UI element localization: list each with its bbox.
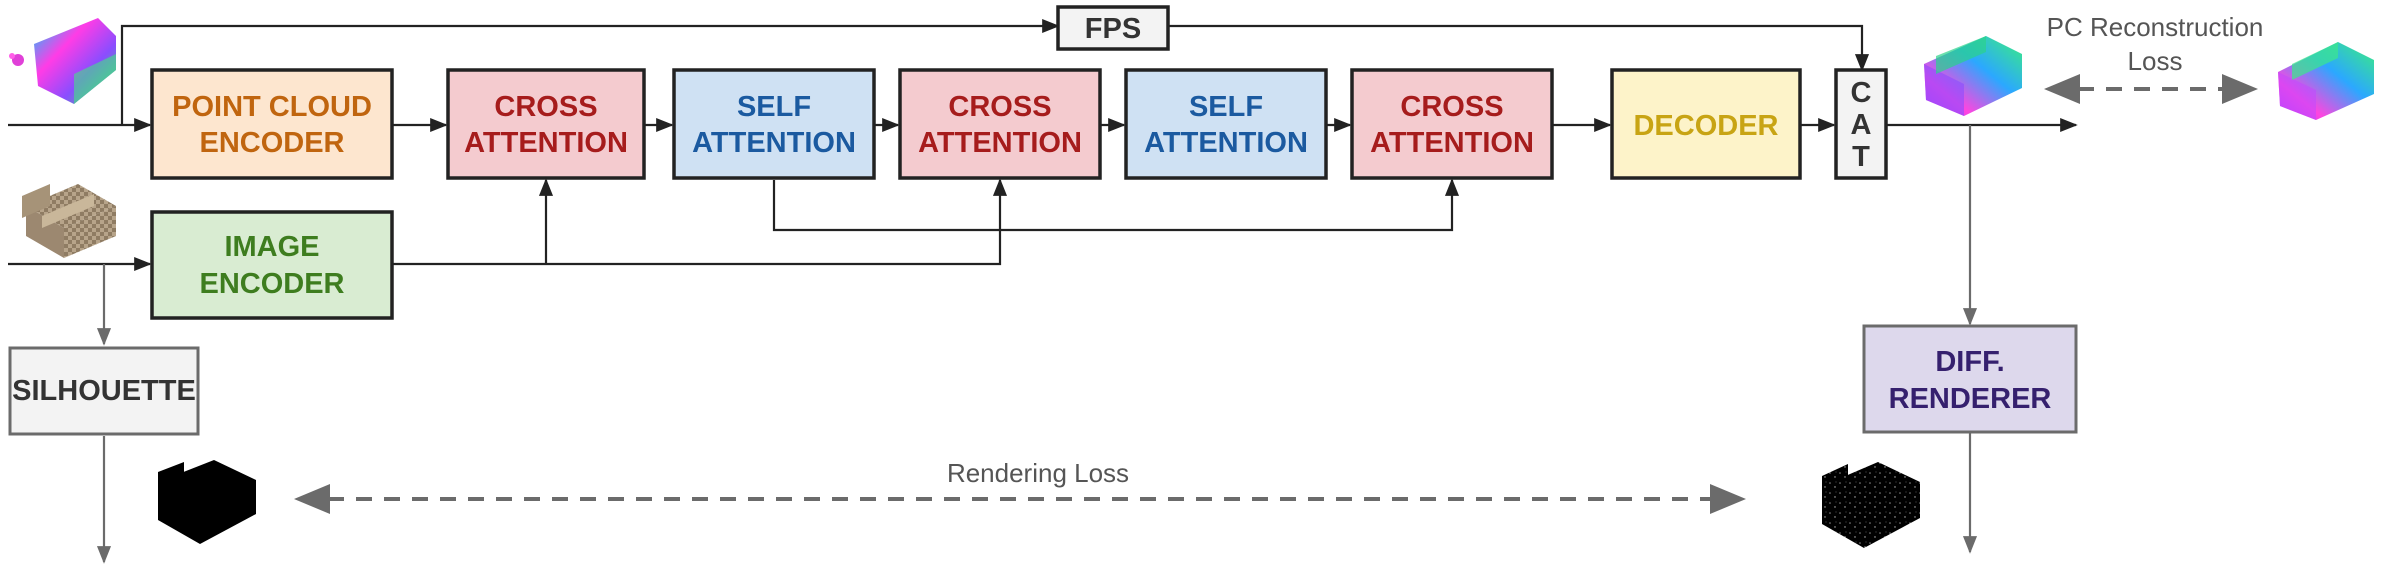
- point-cloud-encoder-line2: ENCODER: [199, 127, 344, 159]
- input-sofa-image-icon: [22, 184, 116, 258]
- cross-attention-2-line2: ATTENTION: [918, 127, 1082, 159]
- cross-attention-1-line2: ATTENTION: [464, 127, 628, 159]
- cat-box: C A T: [1834, 68, 1888, 180]
- diff-renderer-line2: RENDERER: [1889, 383, 2052, 415]
- cross-attention-2-rect: [898, 68, 1102, 180]
- cross-attention-3-line2: ATTENTION: [1370, 127, 1534, 159]
- cross-attention-2-line1: CROSS: [948, 91, 1051, 123]
- diff-renderer-rect: [1862, 324, 2078, 434]
- rendered-silhouette-icon: [1822, 462, 1920, 548]
- fps-rect: [1056, 5, 1170, 51]
- image-encoder-line2: ENCODER: [199, 268, 344, 300]
- cross-attention-3-rect: [1350, 68, 1554, 180]
- image-encoder-box: IMAGE ENCODER: [150, 210, 394, 320]
- silhouette-rect: [8, 346, 200, 436]
- arrow-image-encoder-to-cross-2: [392, 178, 1008, 266]
- decoder-label: DECODER: [1633, 110, 1778, 142]
- gray-connectors: [96, 125, 1978, 564]
- cat-letter-c: C: [1851, 77, 1872, 109]
- input-point-cloud-icon: [9, 18, 116, 104]
- self-attention-2-line1: SELF: [1189, 91, 1263, 123]
- point-cloud-encoder-line1: POINT CLOUD: [172, 91, 372, 123]
- self-attention-1-box: SELF ATTENTION: [672, 68, 876, 180]
- decoder-rect: [1610, 68, 1802, 180]
- cross-attention-2-box: CROSS ATTENTION: [898, 68, 1102, 180]
- point-cloud-encoder-box: POINT CLOUD ENCODER: [150, 68, 394, 180]
- self-attention-2-box: SELF ATTENTION: [1124, 68, 1328, 180]
- cross-attention-3-box: CROSS ATTENTION: [1350, 68, 1554, 180]
- diff-renderer-box: DIFF. RENDERER: [1862, 324, 2078, 434]
- rendering-loss-label: Rendering Loss: [947, 458, 1129, 488]
- cross-attention-1-line1: CROSS: [494, 91, 597, 123]
- cross-attention-1-rect: [446, 68, 646, 180]
- cat-letter-t: T: [1852, 141, 1870, 173]
- output-point-cloud-icon: [1924, 36, 2022, 116]
- silhouette-box: SILHOUETTE: [8, 346, 200, 436]
- self-attention-2-line2: ATTENTION: [1144, 127, 1308, 159]
- self-attention-1-rect: [672, 68, 876, 180]
- image-encoder-rect: [150, 210, 394, 320]
- self-attention-1-line1: SELF: [737, 91, 811, 123]
- point-cloud-encoder-rect: [150, 68, 394, 180]
- loss-arrows: [294, 74, 2258, 514]
- connectors: [8, 18, 2078, 272]
- cross-attention-3-line1: CROSS: [1400, 91, 1503, 123]
- arrow-fps-to-cat: [1168, 24, 1870, 72]
- silhouette-mask-icon: [158, 460, 256, 544]
- pc-reconstruction-loss-line1: PC Reconstruction: [2047, 12, 2264, 42]
- fps-box: FPS: [1056, 5, 1170, 51]
- image-encoder-line1: IMAGE: [224, 231, 319, 263]
- target-point-cloud-icon: [2278, 42, 2374, 120]
- silhouette-label: SILHOUETTE: [12, 375, 196, 407]
- cat-letter-a: A: [1851, 109, 1872, 141]
- cat-rect: [1834, 68, 1888, 180]
- self-attention-2-rect: [1124, 68, 1328, 180]
- self-attention-1-line2: ATTENTION: [692, 127, 856, 159]
- pc-reconstruction-loss-line2: Loss: [2128, 46, 2183, 76]
- arrow-self-1-to-cross-3: [772, 178, 1460, 232]
- arrow-input-to-fps: [120, 18, 1060, 125]
- decoder-box: DECODER: [1610, 68, 1802, 180]
- fps-label: FPS: [1085, 13, 1141, 45]
- diff-renderer-line1: DIFF.: [1935, 346, 2004, 378]
- cross-attention-1-box: CROSS ATTENTION: [446, 68, 646, 180]
